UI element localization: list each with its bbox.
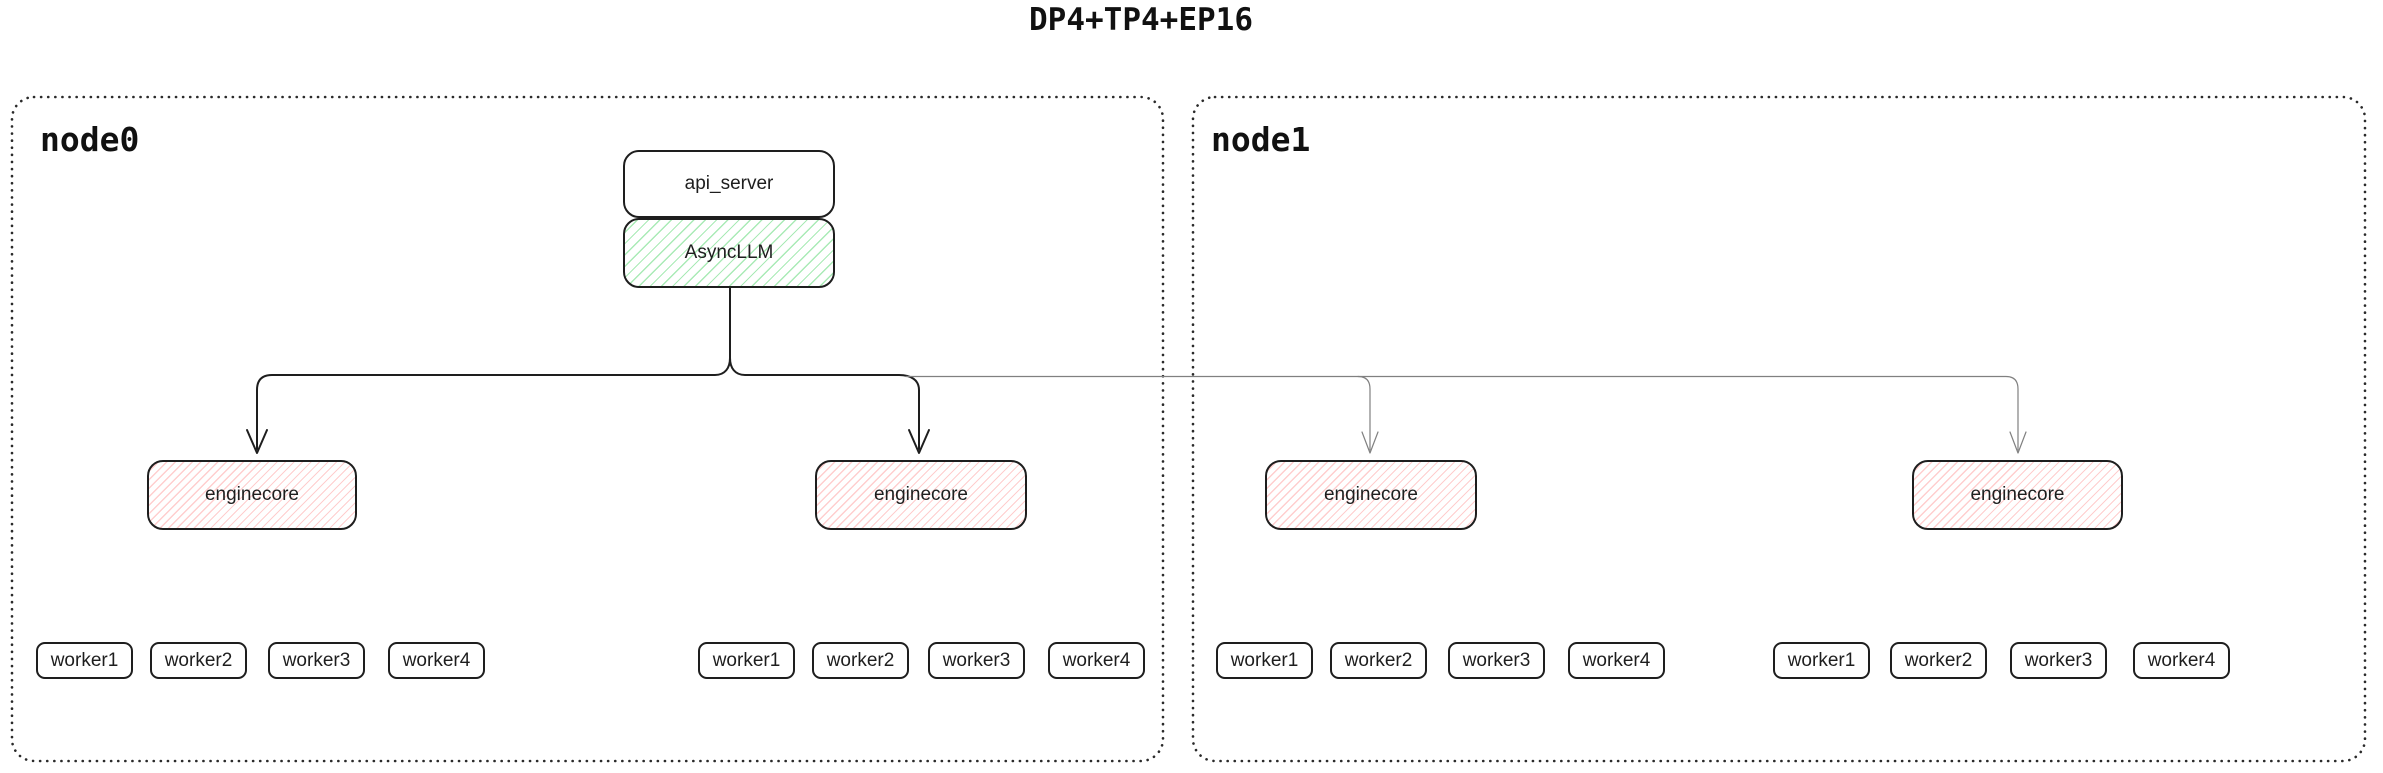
arrowhead-enginecore2 [908, 429, 930, 454]
enginecore-box-4: enginecore [1912, 460, 2123, 530]
node0-label: node0 [40, 120, 140, 159]
worker-box: worker4 [1568, 642, 1665, 679]
worker-label: worker1 [50, 649, 119, 671]
worker-box: worker3 [1448, 642, 1545, 679]
worker-box: worker4 [388, 642, 485, 679]
worker-label: worker4 [2147, 649, 2216, 671]
worker-label: worker3 [282, 649, 351, 671]
connector-asyncllm-to-enginecore2 [729, 357, 920, 450]
worker-label: worker4 [402, 649, 471, 671]
asyncllm-label: AsyncLLM [684, 242, 774, 263]
worker-box: worker1 [1773, 642, 1870, 679]
worker-label: worker3 [1462, 649, 1531, 671]
worker-box: worker2 [812, 642, 909, 679]
worker-label: worker1 [712, 649, 781, 671]
worker-label: worker1 [1787, 649, 1856, 671]
worker-label: worker1 [1230, 649, 1299, 671]
api-server-box: api_server [623, 150, 835, 218]
worker-box: worker3 [928, 642, 1025, 679]
worker-box: worker2 [1330, 642, 1427, 679]
worker-label: worker2 [1904, 649, 1973, 671]
worker-label: worker3 [942, 649, 1011, 671]
worker-box: worker4 [2133, 642, 2230, 679]
worker-label: worker4 [1582, 649, 1651, 671]
worker-box: worker1 [698, 642, 795, 679]
api-server-label: api_server [684, 173, 774, 194]
worker-label: worker2 [164, 649, 233, 671]
enginecore-label: enginecore [1970, 484, 2065, 505]
asyncllm-box: AsyncLLM [623, 218, 835, 288]
node0-boundary [10, 95, 1165, 763]
enginecore-box-1: enginecore [147, 460, 357, 530]
worker-label: worker2 [1344, 649, 1413, 671]
worker-box: worker4 [1048, 642, 1145, 679]
worker-box: worker1 [36, 642, 133, 679]
worker-label: worker3 [2024, 649, 2093, 671]
connector-asyncllm-to-enginecore3 [1357, 375, 1371, 451]
enginecore-box-2: enginecore [815, 460, 1027, 530]
connector-asyncllm-to-enginecore4 [905, 375, 2019, 451]
enginecore-label: enginecore [204, 484, 300, 505]
enginecore-box-3: enginecore [1265, 460, 1477, 530]
worker-label: worker2 [826, 649, 895, 671]
node1-label: node1 [1211, 120, 1311, 159]
arrowhead-enginecore4 [2009, 431, 2027, 454]
enginecore-label: enginecore [873, 484, 969, 505]
arrowhead-enginecore3 [1361, 431, 1379, 454]
connector-asyncllm-to-enginecore1 [256, 287, 731, 450]
page-title: DP4+TP4+EP16 [1029, 2, 1253, 38]
enginecore-label: enginecore [1323, 484, 1419, 505]
arrowhead-enginecore1 [246, 429, 268, 454]
worker-box: worker1 [1216, 642, 1313, 679]
worker-box: worker3 [2010, 642, 2107, 679]
worker-box: worker2 [1890, 642, 1987, 679]
worker-box: worker3 [268, 642, 365, 679]
worker-box: worker2 [150, 642, 247, 679]
worker-label: worker4 [1062, 649, 1131, 671]
